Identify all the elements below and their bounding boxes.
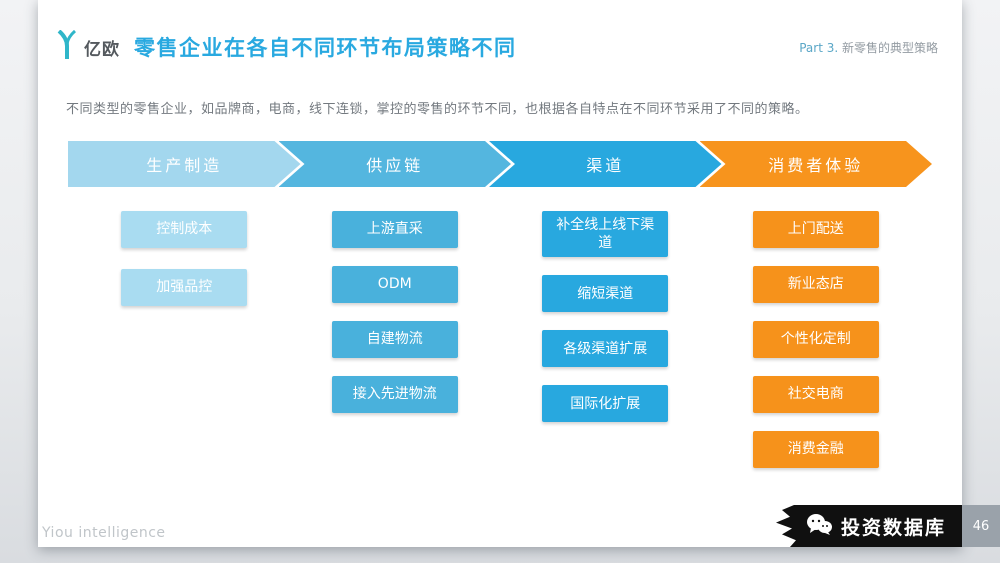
wechat-icon <box>806 513 832 539</box>
part-section-title: 新零售的典型策略 <box>841 40 938 55</box>
strategy-flow-diagram: 生产制造 供应链 渠道 消费者体验 控制成本 加强品控 上游直采 ODM 自建物… <box>68 141 932 468</box>
column-supply-chain: 上游直采 ODM 自建物流 接入先进物流 <box>279 211 512 468</box>
strategy-box: 消费金融 <box>752 431 879 468</box>
stage-arrow-production: 生产制造 <box>68 141 301 187</box>
strategy-box: 缩短渠道 <box>542 275 669 313</box>
watermark-text: Yiou intelligence <box>42 525 166 541</box>
stage-arrow-supply-chain: 供应链 <box>279 141 512 187</box>
page-title: 零售企业在各自不同环节布局策略不同 <box>134 36 517 60</box>
footer-banner: 投资数据库 46 <box>775 505 1000 547</box>
part-info: Part 3. 新零售的典型策略 <box>799 39 938 56</box>
strategy-box: 新业态店 <box>752 266 879 303</box>
logo-brand-text: 亿欧 <box>84 39 120 60</box>
strategy-box: 接入先进物流 <box>331 376 458 413</box>
strategy-box: 个性化定制 <box>752 321 879 358</box>
part-label: Part 3. <box>799 40 839 55</box>
strategy-box: ODM <box>331 266 458 303</box>
strategy-box: 各级渠道扩展 <box>542 330 669 368</box>
strategy-columns: 控制成本 加强品控 上游直采 ODM 自建物流 接入先进物流 补全线上线下渠道 … <box>68 211 932 468</box>
strategy-box: 上游直采 <box>331 211 458 248</box>
strategy-box: 上门配送 <box>752 211 879 248</box>
strategy-box: 自建物流 <box>331 321 458 358</box>
slide: 亿欧 零售企业在各自不同环节布局策略不同 Part 3. 新零售的典型策略 不同… <box>38 0 962 547</box>
stage-arrow-channel: 渠道 <box>489 141 722 187</box>
banner-text: 投资数据库 <box>840 516 946 539</box>
strategy-box: 控制成本 <box>121 211 248 248</box>
column-production: 控制成本 加强品控 <box>68 211 301 468</box>
strategy-box: 社交电商 <box>752 376 879 413</box>
yiou-logo: 亿欧 <box>56 29 120 64</box>
stage-arrow-row: 生产制造 供应链 渠道 消费者体验 <box>68 141 932 187</box>
column-consumer-experience: 上门配送 新业态店 个性化定制 社交电商 消费金融 <box>700 211 933 468</box>
stage-arrow-consumer-experience: 消费者体验 <box>700 141 933 187</box>
intro-text: 不同类型的零售企业，如品牌商，电商，线下连锁，掌控的零售的环节不同，也根据各自特… <box>66 102 809 117</box>
strategy-box: 补全线上线下渠道 <box>542 211 669 258</box>
strategy-box: 国际化扩展 <box>542 385 669 423</box>
strategy-box: 加强品控 <box>121 269 248 306</box>
page-number: 46 <box>962 505 1000 547</box>
wechat-banner: 投资数据库 <box>775 505 962 547</box>
yiou-logo-icon <box>56 29 78 64</box>
slide-header: 亿欧 零售企业在各自不同环节布局策略不同 Part 3. 新零售的典型策略 <box>38 0 962 64</box>
column-channel: 补全线上线下渠道 缩短渠道 各级渠道扩展 国际化扩展 <box>489 211 722 468</box>
